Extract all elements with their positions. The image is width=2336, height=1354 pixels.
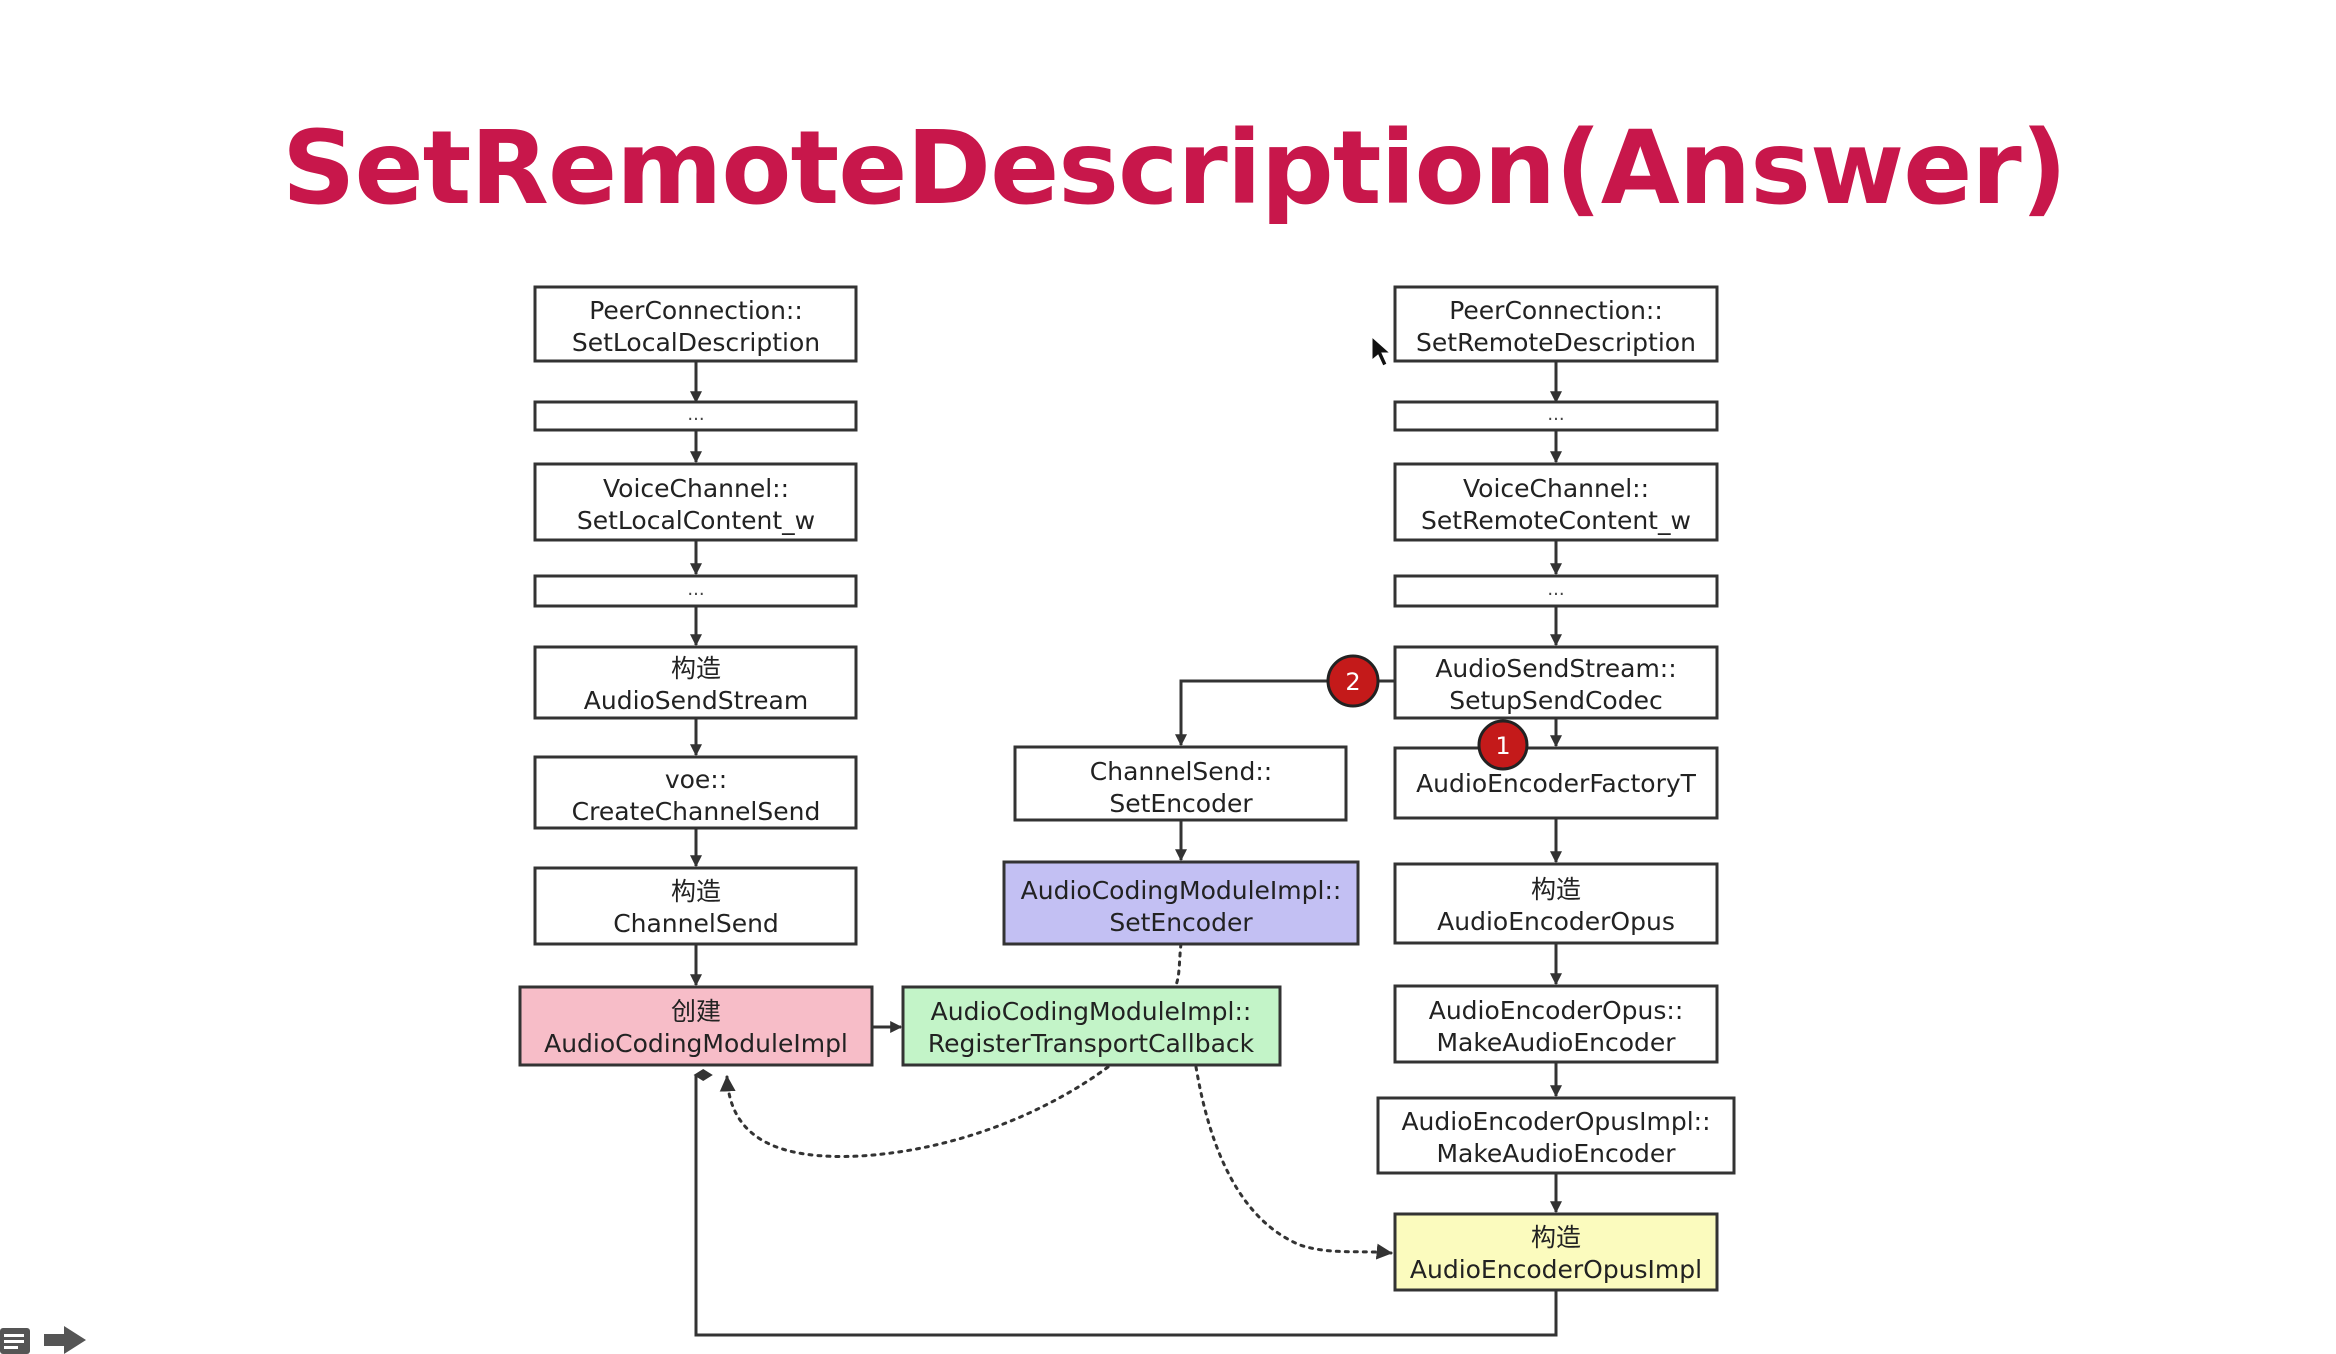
edge-ass-setup-to-cs-setencoder — [1175, 679, 1395, 747]
node-line: 构造 — [1531, 1223, 1581, 1252]
player-controls — [0, 1326, 86, 1354]
node-line: 创建 — [671, 997, 721, 1026]
node-line: ... — [1547, 579, 1564, 600]
node-line: AudioCodingModuleImpl — [544, 1029, 848, 1058]
node-channelsend-setencoder: ChannelSend:: SetEncoder — [1013, 745, 1348, 822]
node-line: voe:: — [665, 765, 727, 794]
node-construct-audiosendstream: 构造 AudioSendStream — [533, 645, 858, 720]
step-badge-2: 2 — [1326, 654, 1380, 708]
node-construct-audioencoderopusimpl: 构造 AudioEncoderOpusImpl — [1393, 1212, 1719, 1292]
node-line: PeerConnection:: — [589, 296, 803, 325]
node-line: CreateChannelSend — [572, 797, 821, 826]
node-line: AudioEncoderOpusImpl:: — [1401, 1107, 1710, 1136]
node-voe-createchannelsend: voe:: CreateChannelSend — [533, 755, 858, 830]
node-line: AudioCodingModuleImpl:: — [931, 997, 1252, 1026]
badge-label: 2 — [1345, 668, 1360, 696]
node-create-audiocodingmoduleimpl: 创建 AudioCodingModuleImpl — [518, 985, 874, 1067]
node-line: AudioEncoderFactoryT — [1416, 769, 1697, 798]
node-line: ... — [687, 404, 704, 425]
node-line: MakeAudioEncoder — [1436, 1139, 1676, 1168]
node-line: AudioEncoderOpus — [1437, 907, 1675, 936]
next-arrow-icon[interactable] — [44, 1326, 86, 1354]
node-construct-channelsend: 构造 ChannelSend — [533, 866, 858, 946]
node-line: SetEncoder — [1109, 908, 1253, 937]
node-line: MakeAudioEncoder — [1436, 1028, 1676, 1057]
node-left-dots-1: ... — [533, 400, 858, 432]
node-audioencoderopus-makeaudioencoder: AudioEncoderOpus:: MakeAudioEncoder — [1393, 984, 1719, 1064]
node-line: 构造 — [1531, 875, 1581, 904]
node-audioencoderopusimpl-makeaudioencoder: AudioEncoderOpusImpl:: MakeAudioEncoder — [1376, 1096, 1736, 1175]
node-line: ... — [687, 579, 704, 600]
node-acm-registertransportcallback: AudioCodingModuleImpl:: RegisterTranspor… — [901, 985, 1282, 1067]
node-line: SetupSendCodec — [1449, 686, 1662, 715]
node-line: AudioEncoderOpusImpl — [1410, 1255, 1702, 1284]
node-line: 构造 — [671, 877, 721, 906]
node-audioencoderfactoryt: AudioEncoderFactoryT — [1393, 746, 1719, 820]
node-acm-setencoder: AudioCodingModuleImpl:: SetEncoder — [1002, 860, 1360, 946]
dotted-edge-register-to-create-acm — [719, 1065, 1110, 1158]
node-line: SetEncoder — [1109, 789, 1253, 818]
node-line: ... — [1547, 404, 1564, 425]
mouse-cursor-icon — [1371, 335, 1392, 367]
node-line: ChannelSend — [613, 909, 779, 938]
node-line: SetLocalDescription — [572, 328, 820, 357]
node-audiosendstream-setupsendcodec: AudioSendStream:: SetupSendCodec — [1393, 645, 1719, 720]
node-line: PeerConnection:: — [1449, 296, 1663, 325]
dotted-edge-acm-setencoder-to-register — [1174, 942, 1183, 987]
badge-label: 1 — [1495, 732, 1510, 760]
node-line: 构造 — [671, 654, 721, 683]
step-badge-1: 1 — [1477, 719, 1529, 771]
node-line: SetRemoteContent_w — [1421, 506, 1691, 535]
connectors — [690, 361, 1562, 1337]
node-vc-setlocal: VoiceChannel:: SetLocalContent_w — [533, 462, 858, 542]
node-line: SetLocalContent_w — [577, 506, 815, 535]
node-pc-setlocal: PeerConnection:: SetLocalDescription — [533, 285, 858, 363]
node-left-dots-2: ... — [533, 574, 858, 608]
node-line: AudioCodingModuleImpl:: — [1021, 876, 1342, 905]
node-pc-setremote: PeerConnection:: SetRemoteDescription — [1393, 285, 1719, 363]
node-right-dots-2: ... — [1393, 574, 1719, 608]
node-right-dots-1: ... — [1393, 400, 1719, 432]
node-line: AudioEncoderOpus:: — [1429, 996, 1684, 1025]
node-vc-setremote: VoiceChannel:: SetRemoteContent_w — [1393, 462, 1719, 542]
node-line: AudioSendStream:: — [1435, 654, 1676, 683]
node-line: RegisterTransportCallback — [928, 1029, 1255, 1058]
dotted-edge-register-to-construct-aeoi — [1194, 1065, 1393, 1260]
notes-icon[interactable] — [0, 1328, 30, 1354]
node-line: VoiceChannel:: — [1463, 474, 1649, 503]
dotted-connectors — [719, 942, 1393, 1260]
node-line: AudioSendStream — [584, 686, 808, 715]
node-line: SetRemoteDescription — [1416, 328, 1696, 357]
node-line: ChannelSend:: — [1090, 757, 1272, 786]
node-line: VoiceChannel:: — [603, 474, 789, 503]
slide-title: SetRemoteDescription(Answer) — [282, 109, 2067, 228]
edge-return-to-create-acm — [693, 1069, 1558, 1337]
node-construct-audioencoderopus: 构造 AudioEncoderOpus — [1393, 862, 1719, 945]
